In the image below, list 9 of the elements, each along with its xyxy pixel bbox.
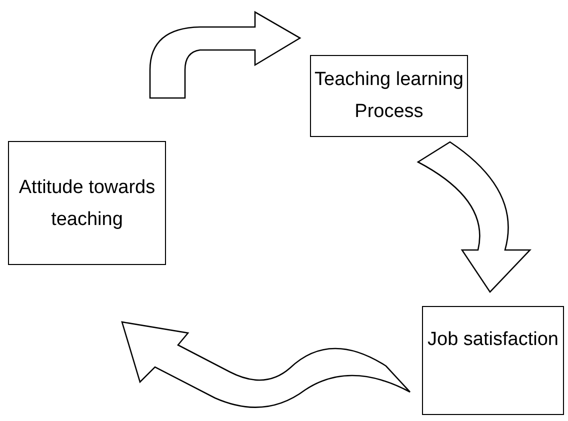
process-box xyxy=(8,141,166,265)
process-box xyxy=(310,55,468,137)
process-box xyxy=(422,306,564,415)
box-label: Job satisfaction xyxy=(428,328,558,352)
curved-block-arrow xyxy=(417,141,531,293)
curved-block-arrow xyxy=(121,321,411,408)
box-label: Teaching learning Process xyxy=(314,68,464,124)
curved-block-arrow xyxy=(149,11,301,99)
box-label: Attitude towards teaching xyxy=(18,176,156,232)
